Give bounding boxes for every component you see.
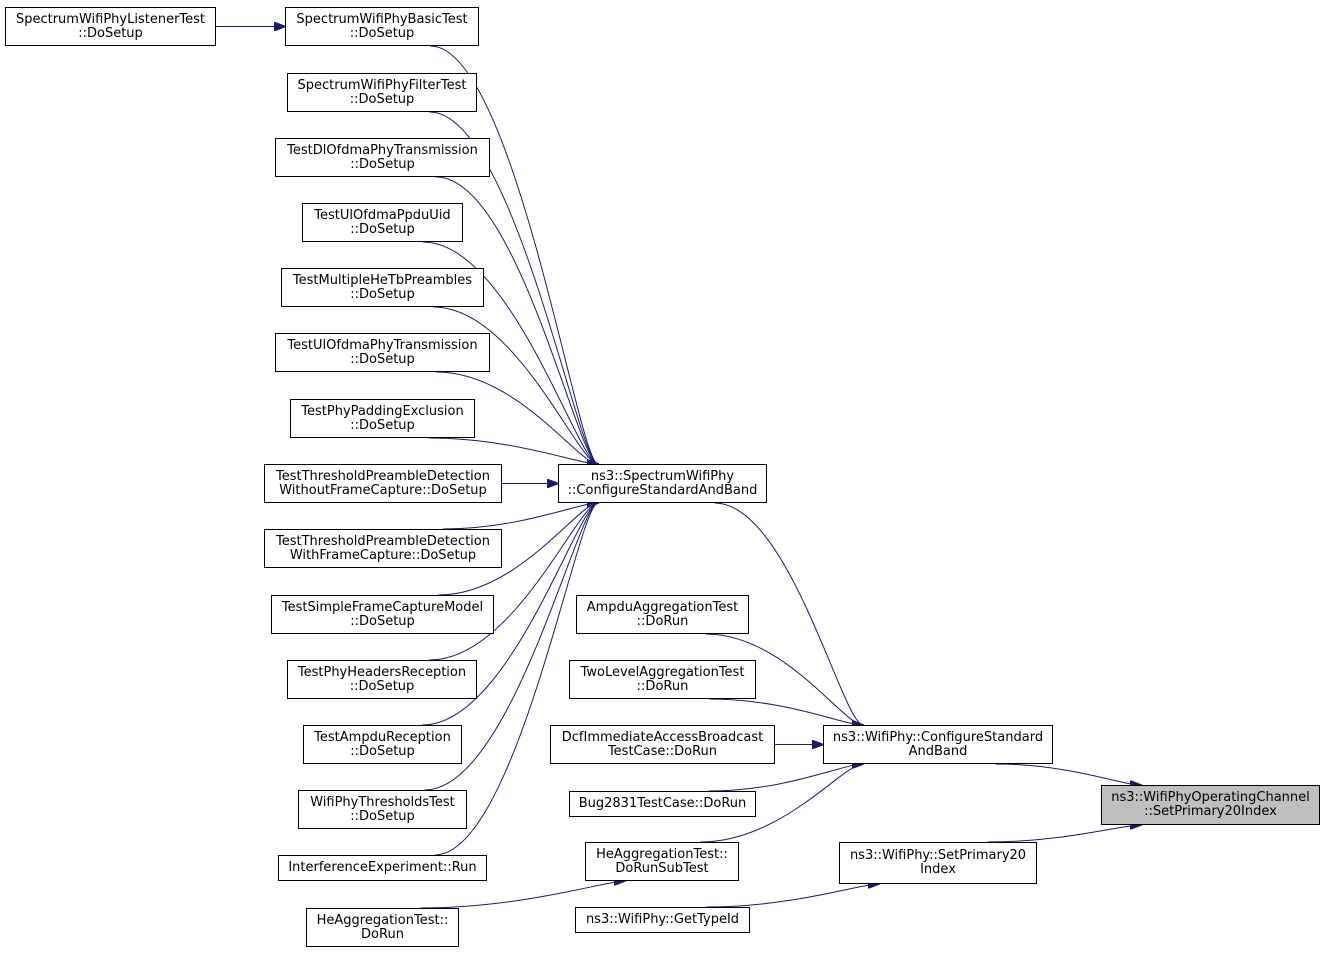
edge-setprim-to-target xyxy=(987,825,1142,843)
edge-padding-to-spectrumconf xyxy=(428,437,598,464)
node-dcf-immediate-access-line-2: TestCase::DoRun xyxy=(607,743,718,759)
node-listener-test-dosetup[interactable]: SpectrumWifiPhyListenerTest ::DoSetup xyxy=(5,7,216,46)
node-basic-test-line-1: SpectrumWifiPhyBasicTest xyxy=(296,11,468,27)
edge-dlofdma-to-spectrumconf xyxy=(436,176,598,464)
node-he-aggregation-dorun-line-2: DoRun xyxy=(361,926,404,942)
node-ampdu-reception-line-1: TestAmpduReception xyxy=(314,729,451,745)
node-two-level-aggregation-line-2: ::DoRun xyxy=(636,678,689,694)
edge-ampdurecep-to-spectrumconf xyxy=(422,503,598,726)
node-dl-ofdma-line-1: TestDlOfdmaPhyTransmission xyxy=(287,142,478,158)
node-padding-exclusion-line-1: TestPhyPaddingExclusion xyxy=(301,403,464,419)
node-ul-ppdu-uid-line-1: TestUlOfdmaPpduUid xyxy=(314,207,451,223)
node-ul-ofdma-dosetup[interactable]: TestUlOfdmaPhyTransmission ::DoSetup xyxy=(275,333,490,372)
node-threshold-without-line-1: TestThresholdPreambleDetection xyxy=(276,468,490,484)
node-he-aggregation-subtest-line-1: HeAggregationTest:: xyxy=(596,846,728,862)
node-he-aggregation-dorunsubtest[interactable]: HeAggregationTest:: DoRunSubTest xyxy=(585,842,739,881)
node-wifiphy-gettypeid-line-1: ns3::WifiPhy::GetTypeId xyxy=(585,912,740,927)
node-spectrum-configure-line-2: ::ConfigureStandardAndBand xyxy=(567,482,758,498)
node-multiple-he-tb-dosetup[interactable]: TestMultipleHeTbPreambles ::DoSetup xyxy=(281,268,484,307)
node-filter-test-dosetup[interactable]: SpectrumWifiPhyFilterTest ::DoSetup xyxy=(287,73,477,112)
edge-headers-to-spectrumconf xyxy=(429,503,599,661)
node-threshold-with-line-2: WithFrameCapture::DoSetup xyxy=(289,547,477,563)
node-threshold-without-capture-dosetup[interactable]: TestThresholdPreambleDetection WithoutFr… xyxy=(264,464,502,503)
node-wifiphy-setprimary-line-2: Index xyxy=(920,862,956,877)
node-ul-ppdu-uid-dosetup[interactable]: TestUlOfdmaPpduUid ::DoSetup xyxy=(302,203,463,242)
node-two-level-aggregation-dorun[interactable]: TwoLevelAggregationTest ::DoRun xyxy=(569,660,756,699)
node-filter-test-line-1: SpectrumWifiPhyFilterTest xyxy=(297,77,467,93)
node-dl-ofdma-dosetup[interactable]: TestDlOfdmaPhyTransmission ::DoSetup xyxy=(275,138,490,177)
node-operating-channel-line-2: ::SetPrimary20Index xyxy=(1144,804,1277,819)
node-padding-exclusion-line-2: ::DoSetup xyxy=(350,417,415,433)
node-ampdu-reception-dosetup[interactable]: TestAmpduReception ::DoSetup xyxy=(303,725,462,764)
node-operating-channel-line-1: ns3::WifiPhyOperatingChannel xyxy=(1111,790,1310,805)
node-wifiphy-setprimary-line-1: ns3::WifiPhy::SetPrimary20 xyxy=(849,848,1027,863)
edge-filter-to-spectrumconf xyxy=(429,111,599,464)
node-spectrum-configure-standard-and-band[interactable]: ns3::SpectrumWifiPhy ::ConfigureStandard… xyxy=(558,464,767,503)
node-dl-ofdma-line-2: ::DoSetup xyxy=(350,156,415,172)
node-wifiphy-setprimary20index[interactable]: ns3::WifiPhy::SetPrimary20 Index xyxy=(839,842,1037,884)
edge-interference-to-spectrumconf xyxy=(434,503,598,856)
node-simple-frame-capture-line-2: ::DoSetup xyxy=(350,613,415,629)
node-ul-ppdu-uid-line-2: ::DoSetup xyxy=(350,221,415,237)
node-threshold-with-line-1: TestThresholdPreambleDetection xyxy=(276,533,490,549)
node-spectrum-configure-line-1: ns3::SpectrumWifiPhy xyxy=(590,468,735,484)
node-listener-test-line-2: ::DoSetup xyxy=(78,25,143,41)
node-ul-ofdma-line-2: ::DoSetup xyxy=(350,351,415,367)
node-ampdu-reception-line-2: ::DoSetup xyxy=(350,743,415,759)
node-thresholds-test-dosetup[interactable]: WifiPhyThresholdsTest ::DoSetup xyxy=(298,790,467,829)
edge-basic-to-spectrumconf xyxy=(430,45,599,464)
edge-gettype-to-setprim xyxy=(706,884,879,908)
node-ampdu-aggregation-dorun[interactable]: AmpduAggregationTest ::DoRun xyxy=(576,595,749,634)
node-dcf-immediate-access-line-1: DcfImmediateAccessBroadcast xyxy=(561,729,764,745)
node-interference-experiment-line-1: InterferenceExperiment::Run xyxy=(288,860,477,875)
node-thresholds-test-line-1: WifiPhyThresholdsTest xyxy=(310,794,455,810)
edge-thresholds-to-spectrumconf xyxy=(424,503,598,791)
node-he-aggregation-dorun[interactable]: HeAggregationTest:: DoRun xyxy=(306,908,459,947)
node-ul-ofdma-line-1: TestUlOfdmaPhyTransmission xyxy=(287,337,478,353)
node-listener-test-line-1: SpectrumWifiPhyListenerTest xyxy=(15,11,206,27)
node-wifiphy-configure-line-2: AndBand xyxy=(908,743,968,759)
node-headers-reception-dosetup[interactable]: TestPhyHeadersReception ::DoSetup xyxy=(287,660,477,699)
node-operating-channel-setprimary20index: ns3::WifiPhyOperatingChannel ::SetPrimar… xyxy=(1101,785,1320,825)
edge-ulppdu-to-spectrumconf xyxy=(422,241,598,464)
node-interference-experiment-run[interactable]: InterferenceExperiment::Run xyxy=(278,855,487,881)
edge-hesub-to-wificonf xyxy=(700,764,864,843)
node-basic-test-line-2: ::DoSetup xyxy=(349,25,415,41)
edge-hedorun-to-hesub xyxy=(420,881,625,909)
node-headers-reception-line-2: ::DoSetup xyxy=(349,678,415,694)
edge-multihe-to-spectrumconf xyxy=(433,306,598,464)
node-headers-reception-line-1: TestPhyHeadersReception xyxy=(297,664,467,680)
node-threshold-with-capture-dosetup[interactable]: TestThresholdPreambleDetection WithFrame… xyxy=(264,529,502,568)
node-ampdu-aggregation-line-2: ::DoRun xyxy=(636,613,689,629)
node-bug2831-dorun[interactable]: Bug2831TestCase::DoRun xyxy=(569,791,756,817)
node-basic-test-dosetup[interactable]: SpectrumWifiPhyBasicTest ::DoSetup xyxy=(285,7,479,46)
node-he-aggregation-subtest-line-2: DoRunSubTest xyxy=(615,860,709,876)
node-wifiphy-configure-standard-and-band[interactable]: ns3::WifiPhy::ConfigureStandard AndBand xyxy=(823,725,1053,764)
node-filter-test-line-2: ::DoSetup xyxy=(349,91,415,107)
edge-twolevel-to-wificonf xyxy=(709,698,863,725)
node-bug2831-line-1: Bug2831TestCase::DoRun xyxy=(578,796,747,811)
node-multiple-he-tb-line-2: ::DoSetup xyxy=(350,286,415,302)
edge-threshwith-to-spectrumconf xyxy=(442,503,599,530)
node-he-aggregation-dorun-line-1: HeAggregationTest:: xyxy=(316,912,449,928)
node-ampdu-aggregation-line-1: AmpduAggregationTest xyxy=(586,599,739,615)
node-wifiphy-configure-line-1: ns3::WifiPhy::ConfigureStandard xyxy=(832,729,1044,745)
node-threshold-without-line-2: WithoutFrameCapture::DoSetup xyxy=(279,482,487,498)
edge-spectrumconf-to-wificonf xyxy=(714,502,863,725)
node-multiple-he-tb-line-1: TestMultipleHeTbPreambles xyxy=(292,272,473,288)
node-simple-frame-capture-line-1: TestSimpleFrameCaptureModel xyxy=(281,599,484,615)
node-dcf-immediate-access-dorun[interactable]: DcfImmediateAccessBroadcast TestCase::Do… xyxy=(550,725,775,764)
edge-bug-to-wificonf xyxy=(709,764,863,792)
node-wifiphy-gettypeid[interactable]: ns3::WifiPhy::GetTypeId xyxy=(575,907,750,933)
edge-layer xyxy=(216,27,1141,909)
node-two-level-aggregation-line-1: TwoLevelAggregationTest xyxy=(580,664,745,680)
node-thresholds-test-line-2: ::DoSetup xyxy=(350,808,415,824)
node-simple-frame-capture-dosetup[interactable]: TestSimpleFrameCaptureModel ::DoSetup xyxy=(271,595,494,634)
node-padding-exclusion-dosetup[interactable]: TestPhyPaddingExclusion ::DoSetup xyxy=(290,399,475,438)
edge-wificonf-to-target xyxy=(995,763,1142,785)
